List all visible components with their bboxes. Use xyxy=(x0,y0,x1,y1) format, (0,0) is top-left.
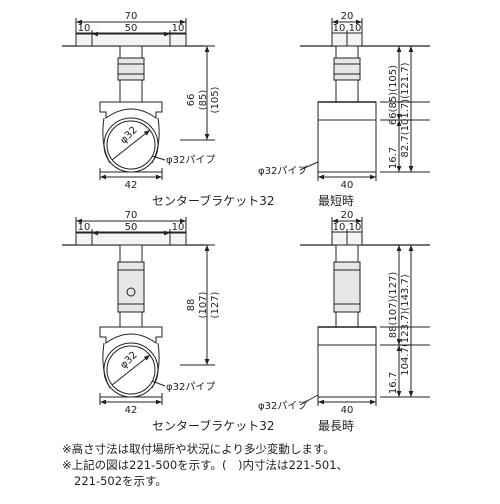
bottom-side-h3: 16.7 xyxy=(388,372,399,394)
top-caption-name: センターブラケット32 xyxy=(152,193,275,208)
top-side-base-width: 40 xyxy=(341,180,354,191)
bottom-side-h2: 104.7(123.7)(143.7) xyxy=(400,274,411,376)
top-front-width: 70 xyxy=(125,11,138,22)
top-side-h1: 66(85)(105) xyxy=(388,65,399,125)
top-caption-mode: 最短時 xyxy=(318,194,354,208)
bottom-front-height-alt2: (127) xyxy=(210,291,221,318)
top-front-height: 66 xyxy=(186,94,197,107)
top-front-base-width: 42 xyxy=(125,180,138,191)
top-side-right: 10 xyxy=(349,23,362,34)
top-side-view xyxy=(299,18,430,181)
top-front-ring-dia: φ32 xyxy=(118,125,139,146)
bottom-caption-mode: 最長時 xyxy=(318,419,354,433)
notes: ※高さ寸法は取付場所や状況により多少変動します。 ※上記の図は221-500を示… xyxy=(62,441,492,489)
top-front-right-edge: 10 xyxy=(172,23,185,34)
bottom-side-left: 10 xyxy=(333,222,346,233)
top-front-mid: 50 xyxy=(125,23,138,34)
bottom-side-base-width: 40 xyxy=(341,405,354,416)
top-side-pipe-label: φ32パイプ xyxy=(258,165,307,177)
bottom-side-right: 10 xyxy=(349,222,362,233)
bottom-caption-name: センターブラケット32 xyxy=(152,418,275,433)
bottom-front-base-width: 42 xyxy=(125,405,138,416)
note-3: 221-502を示す。 xyxy=(74,474,167,488)
top-front-height-alt2: (105) xyxy=(210,86,221,113)
bottom-front-width: 70 xyxy=(125,210,138,221)
bottom-side-view xyxy=(299,217,430,406)
top-side-left: 10 xyxy=(333,23,346,34)
top-side-h3: 16.7 xyxy=(388,147,399,169)
bottom-front-ring-dia: φ32 xyxy=(118,350,139,371)
bottom-front-mid: 50 xyxy=(125,222,138,233)
bottom-front-height: 88 xyxy=(186,299,197,312)
bottom-front-pipe-label: φ32パイプ xyxy=(166,381,215,393)
top-side-width: 20 xyxy=(341,11,354,22)
bottom-front-height-alt1: (107) xyxy=(198,291,209,318)
note-1: ※高さ寸法は取付場所や状況により多少変動します。 xyxy=(62,442,335,456)
bottom-side-width: 20 xyxy=(341,210,354,221)
top-front-left-edge: 10 xyxy=(78,23,91,34)
note-2: ※上記の図は221-500を示す。( )内寸法は221-501、 xyxy=(62,458,349,472)
top-front-height-alt1: (85) xyxy=(198,90,209,111)
bottom-front-view xyxy=(62,217,215,405)
bottom-side-h1: 88(107)(127) xyxy=(388,272,399,339)
top-front-pipe-label: φ32パイプ xyxy=(166,154,215,166)
top-front-view xyxy=(62,18,215,180)
bottom-front-right-edge: 10 xyxy=(172,222,185,233)
bottom-side-pipe-label: φ32パイプ xyxy=(258,400,307,412)
top-side-h2: 82.7(101.7)(121.7) xyxy=(400,62,411,157)
bottom-front-left-edge: 10 xyxy=(78,222,91,233)
